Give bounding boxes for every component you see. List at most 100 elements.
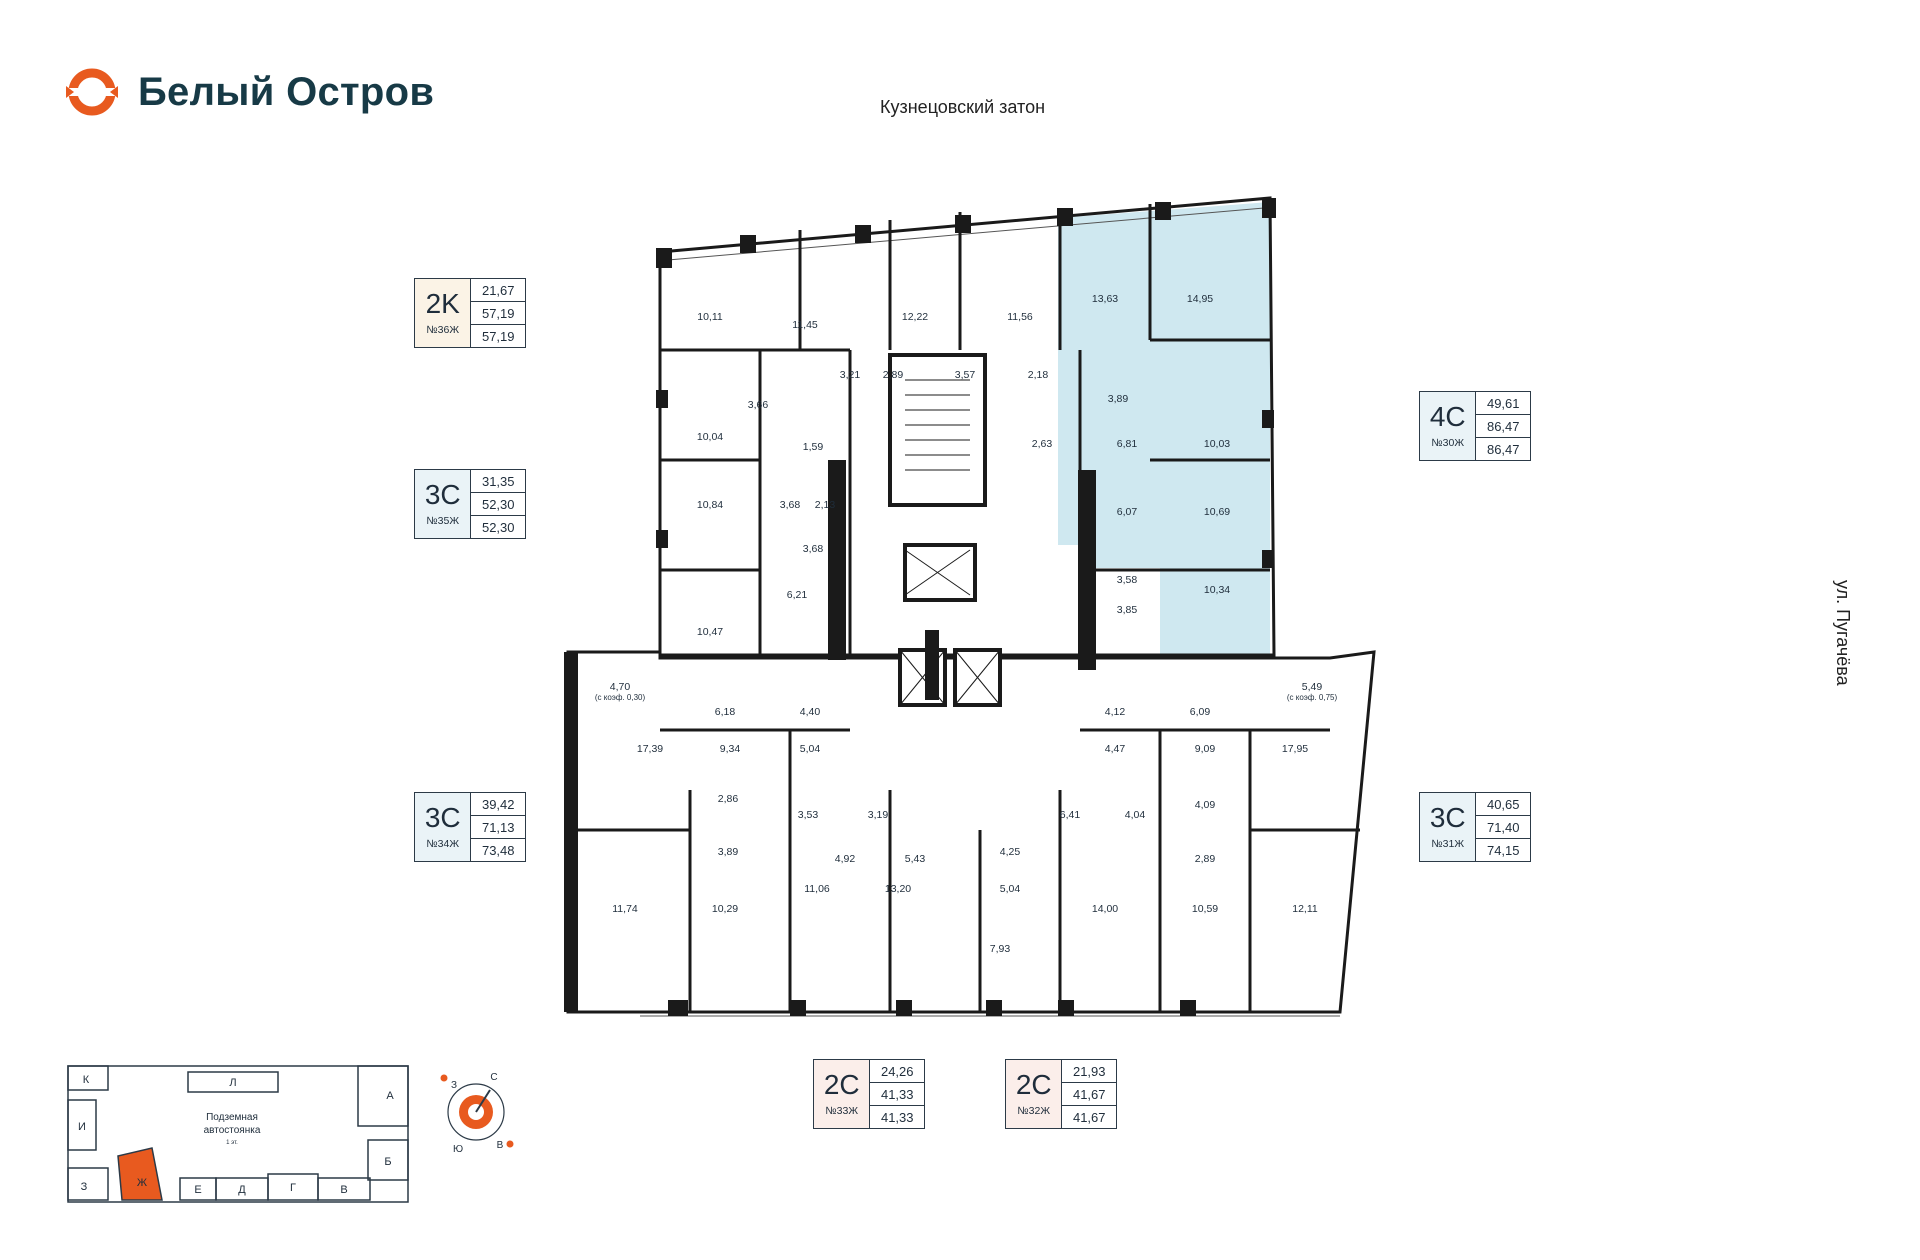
room-area-label: 17,39 (637, 743, 663, 755)
room-area-label: 3,21 (840, 369, 861, 381)
area-living: 39,42 (481, 796, 515, 812)
site-section-label[interactable]: З (81, 1181, 88, 1193)
floor-plan: 10,11 11,45 12,22 11,56 13,63 14,95 3,66 3,21 2,… (564, 196, 1376, 1017)
room-area-label: 10,69 (1204, 506, 1230, 518)
street-label-north: Кузнецовский затон (880, 97, 1046, 117)
room-area-label: 4,25 (1000, 846, 1021, 858)
building-outline-south (566, 650, 1376, 1014)
site-section-label[interactable]: Л (229, 1077, 236, 1089)
area-total: 41,33 (870, 1082, 924, 1105)
room-area-label: 2,89 (883, 369, 904, 381)
compass-needle-icon (475, 1089, 491, 1113)
room-area-label: 4,70 (610, 681, 631, 693)
room-area-label: 10,47 (697, 626, 723, 638)
parking-level: 1 эт. (226, 1140, 238, 1146)
apartment-type: 2C (1015, 1069, 1052, 1100)
room-area-label: 3,53 (798, 809, 819, 821)
area-total: 52,30 (471, 492, 525, 515)
room-area-label: 3,19 (868, 809, 889, 821)
apartment-number: №36Ж (426, 324, 460, 336)
room-area-label: 10,59 (1192, 903, 1218, 915)
stair-steps (905, 379, 970, 471)
room-area-label: 17,95 (1282, 743, 1308, 755)
area-living: 21,93 (1072, 1063, 1106, 1079)
site-section-label[interactable]: К (83, 1074, 90, 1086)
room-area-label: 10,29 (712, 903, 738, 915)
room-area-label: 3,66 (748, 399, 769, 411)
room-area-label: 3,89 (1108, 393, 1129, 405)
room-area-label: 4,40 (800, 706, 821, 718)
street-label-east: ул. Пугачёва (1833, 580, 1853, 686)
apartment-number: №30Ж (1431, 437, 1465, 449)
area-full: 86,47 (1476, 437, 1530, 460)
apartment-number: №33Ж (825, 1105, 859, 1117)
room-area-label: 2,63 (1032, 438, 1053, 450)
site-plan-outline (67, 1065, 409, 1203)
room-area-label: 1,59 (803, 441, 824, 453)
site-section-label[interactable]: Г (290, 1182, 296, 1194)
apartment-type: 3C (1429, 802, 1466, 833)
room-area-label: 3,89 (718, 846, 739, 858)
site-section-label[interactable]: И (78, 1121, 86, 1133)
room-area-label: 3,68 (780, 499, 801, 511)
room-area-label: 9,34 (720, 743, 741, 755)
room-area-label: 13,20 (885, 883, 911, 895)
apartment-number: №32Ж (1017, 1105, 1051, 1117)
sun-icon (440, 1074, 448, 1082)
site-section-label[interactable]: Б (384, 1156, 391, 1168)
compass: З С Ю В (440, 1072, 514, 1155)
area-full: 41,33 (870, 1105, 924, 1128)
room-area-label: 2,18 (1028, 369, 1049, 381)
room-area-label: 12,22 (902, 311, 928, 323)
room-area-label: 4,92 (835, 853, 856, 865)
highlighted-apartment[interactable] (1058, 202, 1270, 655)
area-full: 41,67 (1062, 1105, 1116, 1128)
room-area-label: 2,13 (815, 499, 836, 511)
site-section-label[interactable]: Е (194, 1184, 201, 1196)
room-area-label: 11,74 (612, 903, 638, 915)
area-living: 40,65 (1486, 796, 1520, 812)
compass-label: В (497, 1140, 504, 1151)
columns (564, 198, 1276, 1016)
apartment-type: 3C (424, 479, 461, 510)
room-area-label: 10,34 (1204, 584, 1230, 596)
brand-logo-icon (64, 68, 120, 116)
apartment-type: 2K (425, 288, 460, 319)
compass-label: С (490, 1072, 497, 1083)
room-area-label: 3,58 (1117, 574, 1138, 586)
area-full: 52,30 (471, 515, 525, 538)
room-area-label: 4,12 (1105, 706, 1126, 718)
site-section-active[interactable] (117, 1147, 163, 1201)
room-area-label: 4,09 (1195, 799, 1216, 811)
walls (568, 204, 1360, 1012)
room-area-label: 14,95 (1187, 293, 1213, 305)
parking-label-line2: автостоянка (204, 1125, 261, 1136)
room-area-label: 11,45 (792, 319, 818, 331)
site-section-label[interactable]: Д (238, 1184, 246, 1196)
site-section-label[interactable]: А (386, 1090, 394, 1102)
area-living: 31,35 (481, 473, 515, 489)
balcony-note-west: (с коэф. 0,30) (595, 693, 646, 702)
site-section-label[interactable]: В (340, 1184, 347, 1196)
area-total: 57,19 (471, 301, 525, 324)
room-area-label: 14,00 (1092, 903, 1118, 915)
room-area-label: 11,56 (1007, 311, 1033, 323)
room-area-label: 7,93 (990, 943, 1011, 955)
room-area-label: 10,11 (697, 311, 723, 323)
room-area-label: 5,04 (1000, 883, 1021, 895)
brand-name: Белый Остров (138, 69, 435, 114)
room-area-label: 6,07 (1117, 506, 1138, 518)
area-full: 74,15 (1476, 838, 1530, 861)
area-living: 24,26 (880, 1063, 914, 1079)
room-area-label: 6,21 (787, 589, 808, 601)
room-area-label: 13,63 (1092, 293, 1118, 305)
area-full: 57,19 (471, 324, 525, 347)
site-section-label[interactable]: Ж (137, 1177, 147, 1189)
